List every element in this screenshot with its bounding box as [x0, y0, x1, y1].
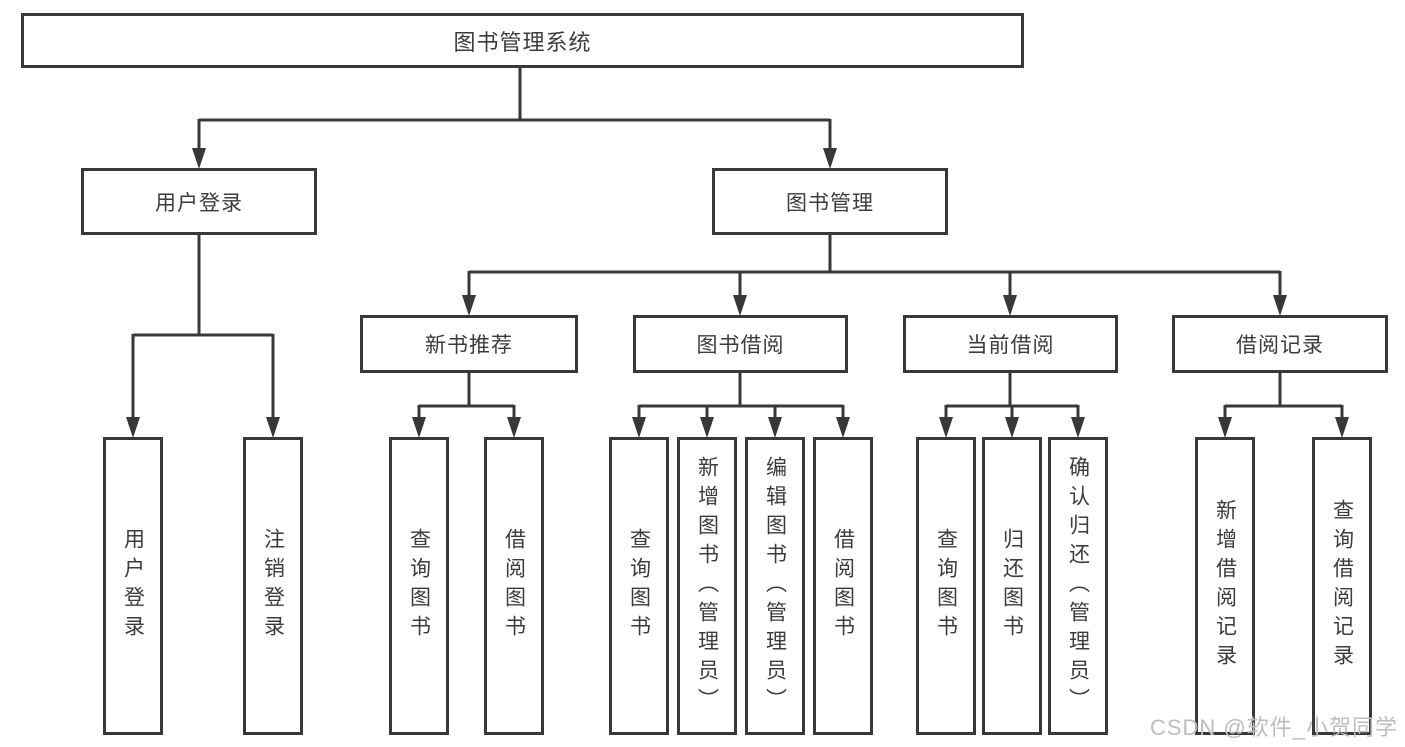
- node-current-borrow: 当前借阅: [903, 315, 1118, 373]
- csdn-watermark: CSDN @软件_小贺同学: [1149, 715, 1398, 740]
- leaf-user-login: 用户登录: [103, 437, 163, 735]
- node-book-management-label: 图书管理: [786, 191, 874, 215]
- node-root: 图书管理系统: [21, 13, 1024, 68]
- node-borrow-records-label: 借阅记录: [1236, 334, 1324, 357]
- leaf-query-borrow-record-label: 查询借阅记录: [1330, 499, 1354, 673]
- leaf-confirm-return-admin-label: 确认归还（管理员）: [1066, 455, 1090, 717]
- leaf-return-books-label: 归还图书: [1000, 528, 1024, 644]
- leaf-borrow-books: 借阅图书: [813, 437, 873, 735]
- leaf-query-books-borrow: 查询图书: [609, 437, 669, 735]
- node-user-login-label: 用户登录: [155, 191, 243, 215]
- node-new-book-recommend-label: 新书推荐: [425, 334, 513, 357]
- node-new-book-recommend: 新书推荐: [360, 315, 578, 373]
- leaf-borrow-books-recommend-label: 借阅图书: [502, 528, 526, 644]
- leaf-edit-book-admin: 编辑图书（管理员）: [745, 437, 805, 735]
- leaf-query-books-borrow-label: 查询图书: [627, 528, 651, 644]
- node-book-management: 图书管理: [712, 168, 948, 235]
- arrowhead-icons: [126, 148, 1349, 438]
- leaf-logout-login: 注销登录: [243, 437, 303, 735]
- leaf-borrow-books-label: 借阅图书: [831, 528, 855, 644]
- leaf-query-borrow-record: 查询借阅记录: [1312, 437, 1372, 735]
- leaf-add-borrow-record: 新增借阅记录: [1195, 437, 1255, 735]
- node-book-borrow-label: 图书借阅: [696, 334, 785, 357]
- leaf-add-book-admin-label: 新增图书（管理员）: [695, 455, 719, 717]
- leaf-edit-book-admin-label: 编辑图书（管理员）: [763, 455, 787, 717]
- leaf-logout-login-label: 注销登录: [261, 528, 285, 644]
- node-root-label: 图书管理系统: [453, 29, 592, 55]
- leaf-query-books-recommend: 查询图书: [389, 437, 449, 735]
- leaf-borrow-books-recommend: 借阅图书: [484, 437, 544, 735]
- leaf-user-login-label: 用户登录: [121, 528, 145, 644]
- node-borrow-records: 借阅记录: [1172, 315, 1388, 373]
- leaf-query-books-recommend-label: 查询图书: [407, 528, 431, 644]
- leaf-confirm-return-admin: 确认归还（管理员）: [1048, 437, 1108, 735]
- node-user-login: 用户登录: [81, 168, 317, 235]
- leaf-query-books-current-label: 查询图书: [934, 528, 958, 644]
- leaf-return-books: 归还图书: [982, 437, 1042, 735]
- node-book-borrow: 图书借阅: [633, 315, 848, 373]
- node-current-borrow-label: 当前借阅: [966, 334, 1055, 357]
- leaf-add-book-admin: 新增图书（管理员）: [677, 437, 737, 735]
- leaf-add-borrow-record-label: 新增借阅记录: [1213, 499, 1237, 673]
- leaf-query-books-current: 查询图书: [916, 437, 976, 735]
